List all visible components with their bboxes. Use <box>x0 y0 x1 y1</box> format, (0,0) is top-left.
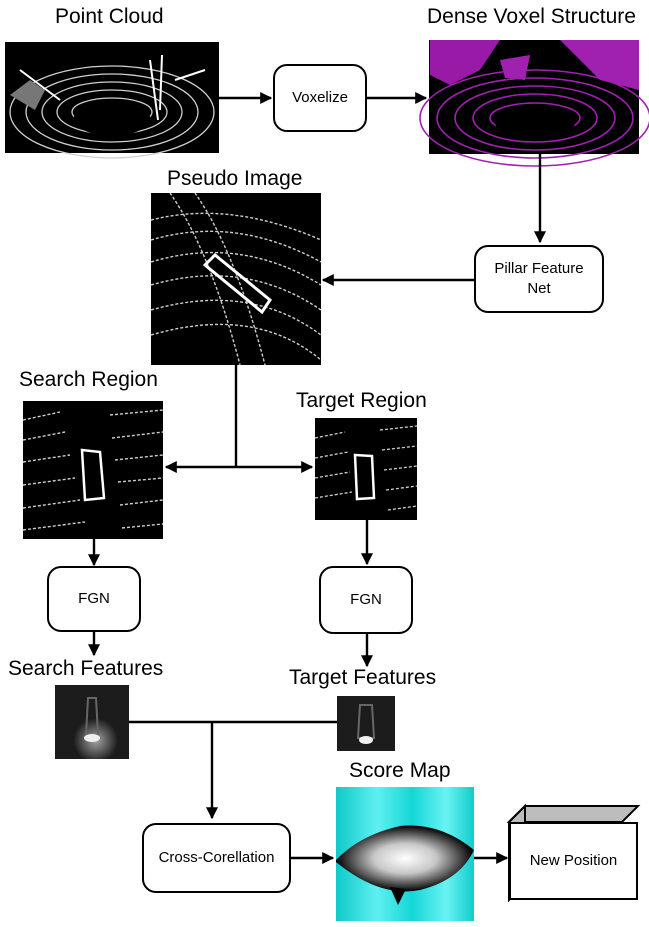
search-features-label: Search Features <box>8 657 164 680</box>
target-region-label: Target Region <box>296 389 427 412</box>
fgn-search-node: FGN <box>47 566 141 632</box>
new-position-box: New Position <box>509 822 638 900</box>
voxelize-node: Voxelize <box>273 64 367 132</box>
fgn-target-node: FGN <box>319 566 413 634</box>
pseudo-image-label: Pseudo Image <box>167 167 303 190</box>
search-features-image <box>55 685 129 759</box>
dense-voxel-label: Dense Voxel Structure <box>427 5 636 28</box>
search-region-label: Search Region <box>19 368 158 391</box>
search-region-image <box>22 401 164 539</box>
point-cloud-label: Point Cloud <box>55 5 164 28</box>
score-map-label: Score Map <box>349 759 451 782</box>
point-cloud-image <box>5 42 219 159</box>
score-map-image <box>336 787 474 921</box>
target-features-label: Target Features <box>289 666 437 689</box>
pseudo-image <box>150 192 322 366</box>
pillar-feature-net-node: Pillar Feature Net <box>474 245 604 313</box>
target-features-image <box>337 696 395 751</box>
cross-correlation-node: Cross-Corellation <box>142 823 291 893</box>
dense-voxel-image <box>419 40 649 167</box>
target-region-image <box>314 418 418 520</box>
